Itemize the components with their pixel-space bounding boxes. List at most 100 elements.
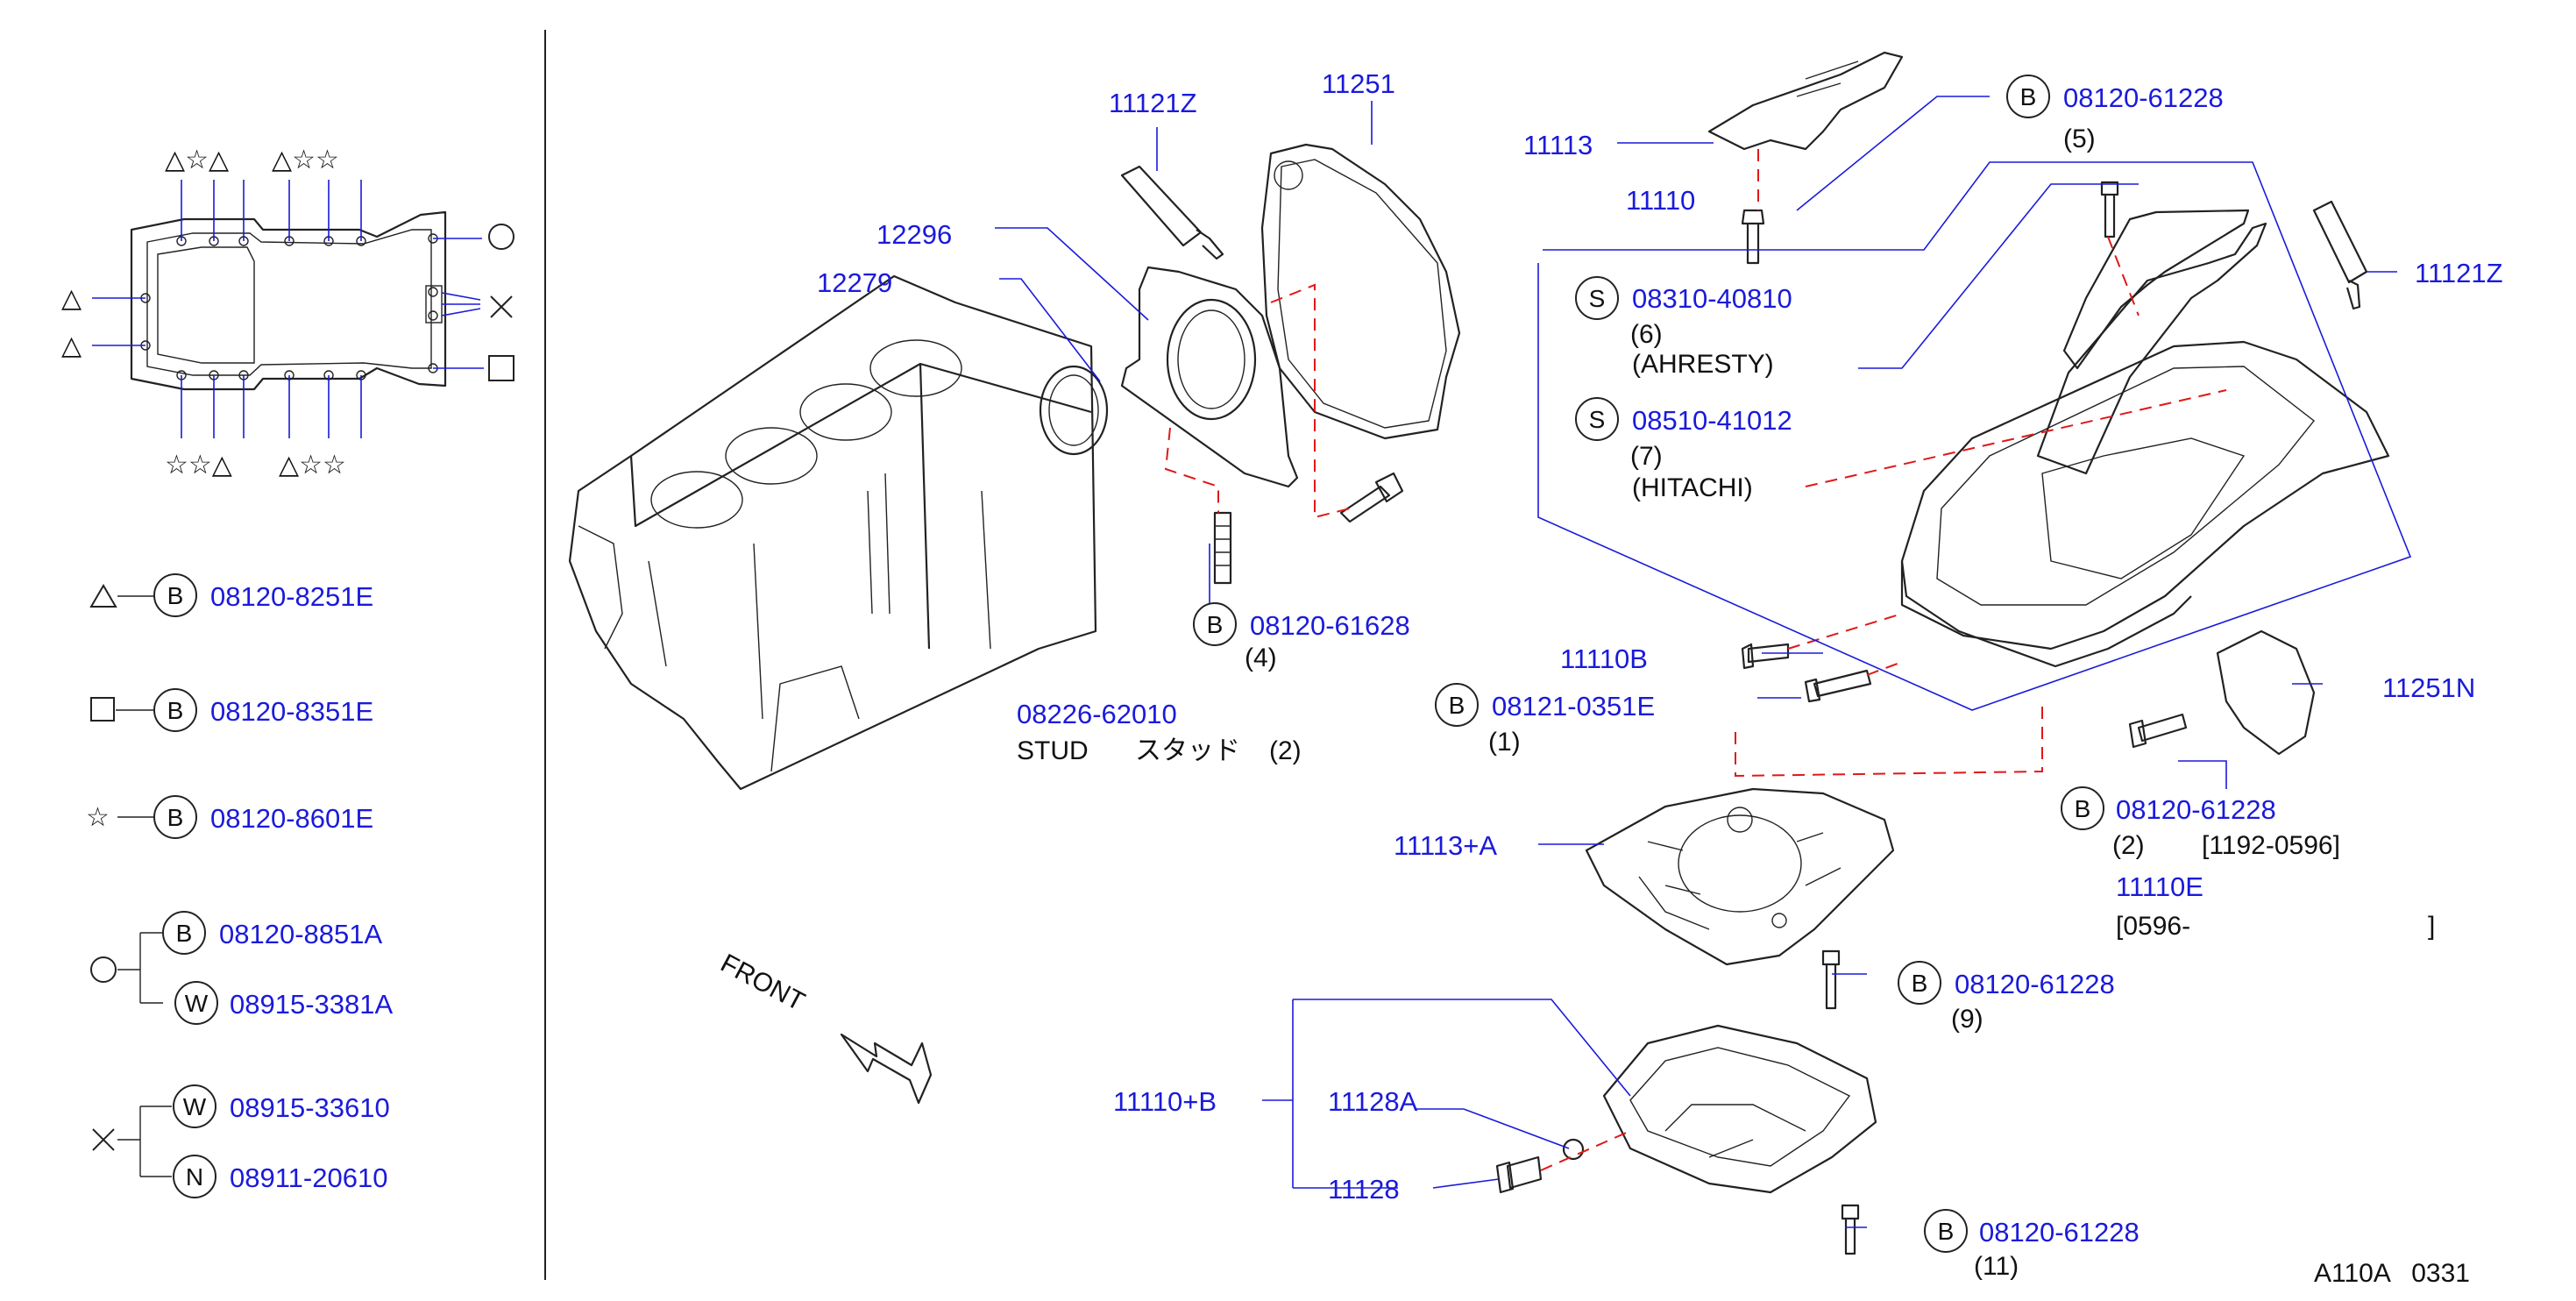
b-badge-icon [153, 688, 197, 732]
badge-letter: B [2020, 83, 2037, 110]
b-badge-icon [1898, 961, 1941, 1005]
callout-11121Z-sealant: 11121Z [1109, 88, 1197, 118]
supplier-note: (AHRESTY) [1632, 350, 1774, 379]
badge-letter: B [167, 697, 184, 724]
s-badge-icon [1575, 397, 1619, 441]
star-icon: ☆ [86, 802, 110, 833]
callout-labels: 11121Z 11251 12296 12279 11113 11110 B 0… [716, 68, 2503, 1288]
badge-letter: B [1207, 611, 1224, 638]
triangle-glyph: △ [61, 331, 82, 361]
badge-letter: S [1589, 406, 1606, 433]
badge-letter: S [1589, 285, 1606, 312]
badge-letter: B [1938, 1218, 1955, 1245]
badge-letter: B [167, 582, 184, 609]
b-badge-icon [162, 911, 206, 955]
b-badge-icon [1924, 1209, 1968, 1253]
stud-description-jp: スタッド [1135, 736, 1240, 765]
part-number: 08121-0351E [1492, 691, 1655, 722]
legend-row-square: B 08120-8351E [90, 688, 373, 732]
n-badge-icon [173, 1155, 216, 1198]
phantom-lines [1735, 149, 2227, 778]
badge-letter: B [1912, 970, 1928, 997]
triangle-icon [89, 584, 117, 608]
upper-oil-pan-drawing [1707, 51, 2390, 703]
triangle-glyph: △ [61, 283, 82, 314]
engine-block-drawing [568, 274, 1097, 791]
cross-glyph [490, 295, 513, 318]
legend-row-circle: B 08120-8851A W 08915-3381A [90, 911, 393, 1025]
circle-glyph [488, 224, 514, 250]
badge-letter: B [2075, 795, 2091, 822]
square-icon [90, 697, 115, 722]
callout-11251-gasket: 11251 [1322, 68, 1395, 99]
supplier-note: (HITACHI) [1632, 473, 1753, 502]
triangle-glyph: △☆☆ [272, 145, 339, 175]
b-badge-icon [2061, 786, 2104, 830]
callout-11110B-bolt: 11110B [1560, 643, 1648, 674]
production-range: [0596- [2116, 912, 2190, 941]
legend-row-star: ☆ B 08120-8601E [86, 795, 373, 839]
triangle-glyph: △☆△ [165, 145, 229, 175]
quantity: (7) [1630, 442, 1663, 471]
callout-11128A-washer: 11128A [1328, 1086, 1418, 1117]
front-arrow [840, 1033, 933, 1105]
circle-icon [90, 956, 117, 983]
b-badge-icon [2006, 75, 2050, 118]
callout-12279-oil-seal: 12279 [817, 267, 892, 298]
callout-11251N-cover: 11251N [2382, 672, 2475, 703]
callout-11110B-lower-pan: 11110+B [1113, 1086, 1217, 1117]
s-badge-icon [1575, 276, 1619, 320]
part-number: 08120-8251E [210, 581, 373, 612]
part-number: 08120-61228 [2116, 794, 2276, 825]
square-glyph [488, 355, 514, 381]
callout-11110-oil-pan: 11110 [1626, 185, 1695, 216]
callout-12296-retainer: 12296 [876, 219, 952, 250]
callout-11113-baffle: 11113 [1523, 130, 1593, 160]
lower-oil-pan-drawing [1495, 1024, 1877, 1255]
part-number: 08120-61628 [1250, 610, 1410, 641]
badge-letter: B [167, 804, 184, 831]
b-badge-icon [1193, 602, 1237, 646]
leader-lines [995, 96, 2412, 1228]
badge-letter: W [183, 1093, 207, 1120]
quantity: (2) [1269, 736, 1302, 765]
badge-letter: W [185, 990, 209, 1017]
baffle-plate-drawing [1585, 787, 1895, 1010]
callout-stud-part: 08226-62010 [1017, 699, 1177, 729]
front-label: FRONT [716, 949, 810, 1017]
side-cover-drawing [2128, 629, 2316, 756]
part-number: 08310-40810 [1632, 283, 1792, 314]
part-number: 08120-8851A [219, 919, 382, 949]
b-badge-icon [153, 795, 197, 839]
part-number: 08911-20610 [230, 1162, 387, 1193]
b-badge-icon [153, 573, 197, 617]
part-number: 08120-8601E [210, 803, 373, 834]
quantity: (11) [1974, 1252, 2019, 1281]
gasket-top-view [92, 180, 484, 438]
quantity: (5) [2063, 124, 2096, 153]
gasket-symbols: △☆△ △☆☆ ☆☆△ △☆☆ △ △ [61, 145, 514, 480]
badge-letter: B [1449, 692, 1465, 719]
legend-row-cross: W 08915-33610 N 08911-20610 [92, 1084, 390, 1198]
part-number: 08915-3381A [230, 989, 393, 1020]
rear-seal-retainer-drawing [1039, 143, 1461, 585]
quantity: (4) [1245, 643, 1277, 672]
callout-11110E: 11110E [2116, 871, 2203, 902]
star-glyph: ☆☆△ [165, 450, 232, 480]
badge-letter: N [186, 1163, 203, 1191]
stud-description: STUD [1017, 736, 1089, 765]
part-number: 08510-41012 [1632, 405, 1792, 436]
badge-letter: B [176, 920, 193, 947]
triangle-glyph: △☆☆ [279, 450, 346, 480]
callout-11128-drain-plug: 11128 [1328, 1174, 1400, 1205]
diagram-code: A110A 0331 [2314, 1259, 2470, 1288]
legend-panel: △☆△ △☆☆ ☆☆△ △☆☆ △ △ B 08120-8251E B 0812… [61, 30, 546, 1280]
legend-row-triangle: B 08120-8251E [89, 573, 373, 617]
w-badge-icon [173, 1084, 216, 1128]
quantity: (6) [1630, 320, 1663, 349]
part-number: 08120-61228 [2063, 82, 2224, 113]
callout-11113A-baffle: 11113+A [1394, 830, 1497, 861]
production-range: [1192-0596] [2202, 831, 2340, 860]
quantity: (2) [2112, 831, 2145, 860]
